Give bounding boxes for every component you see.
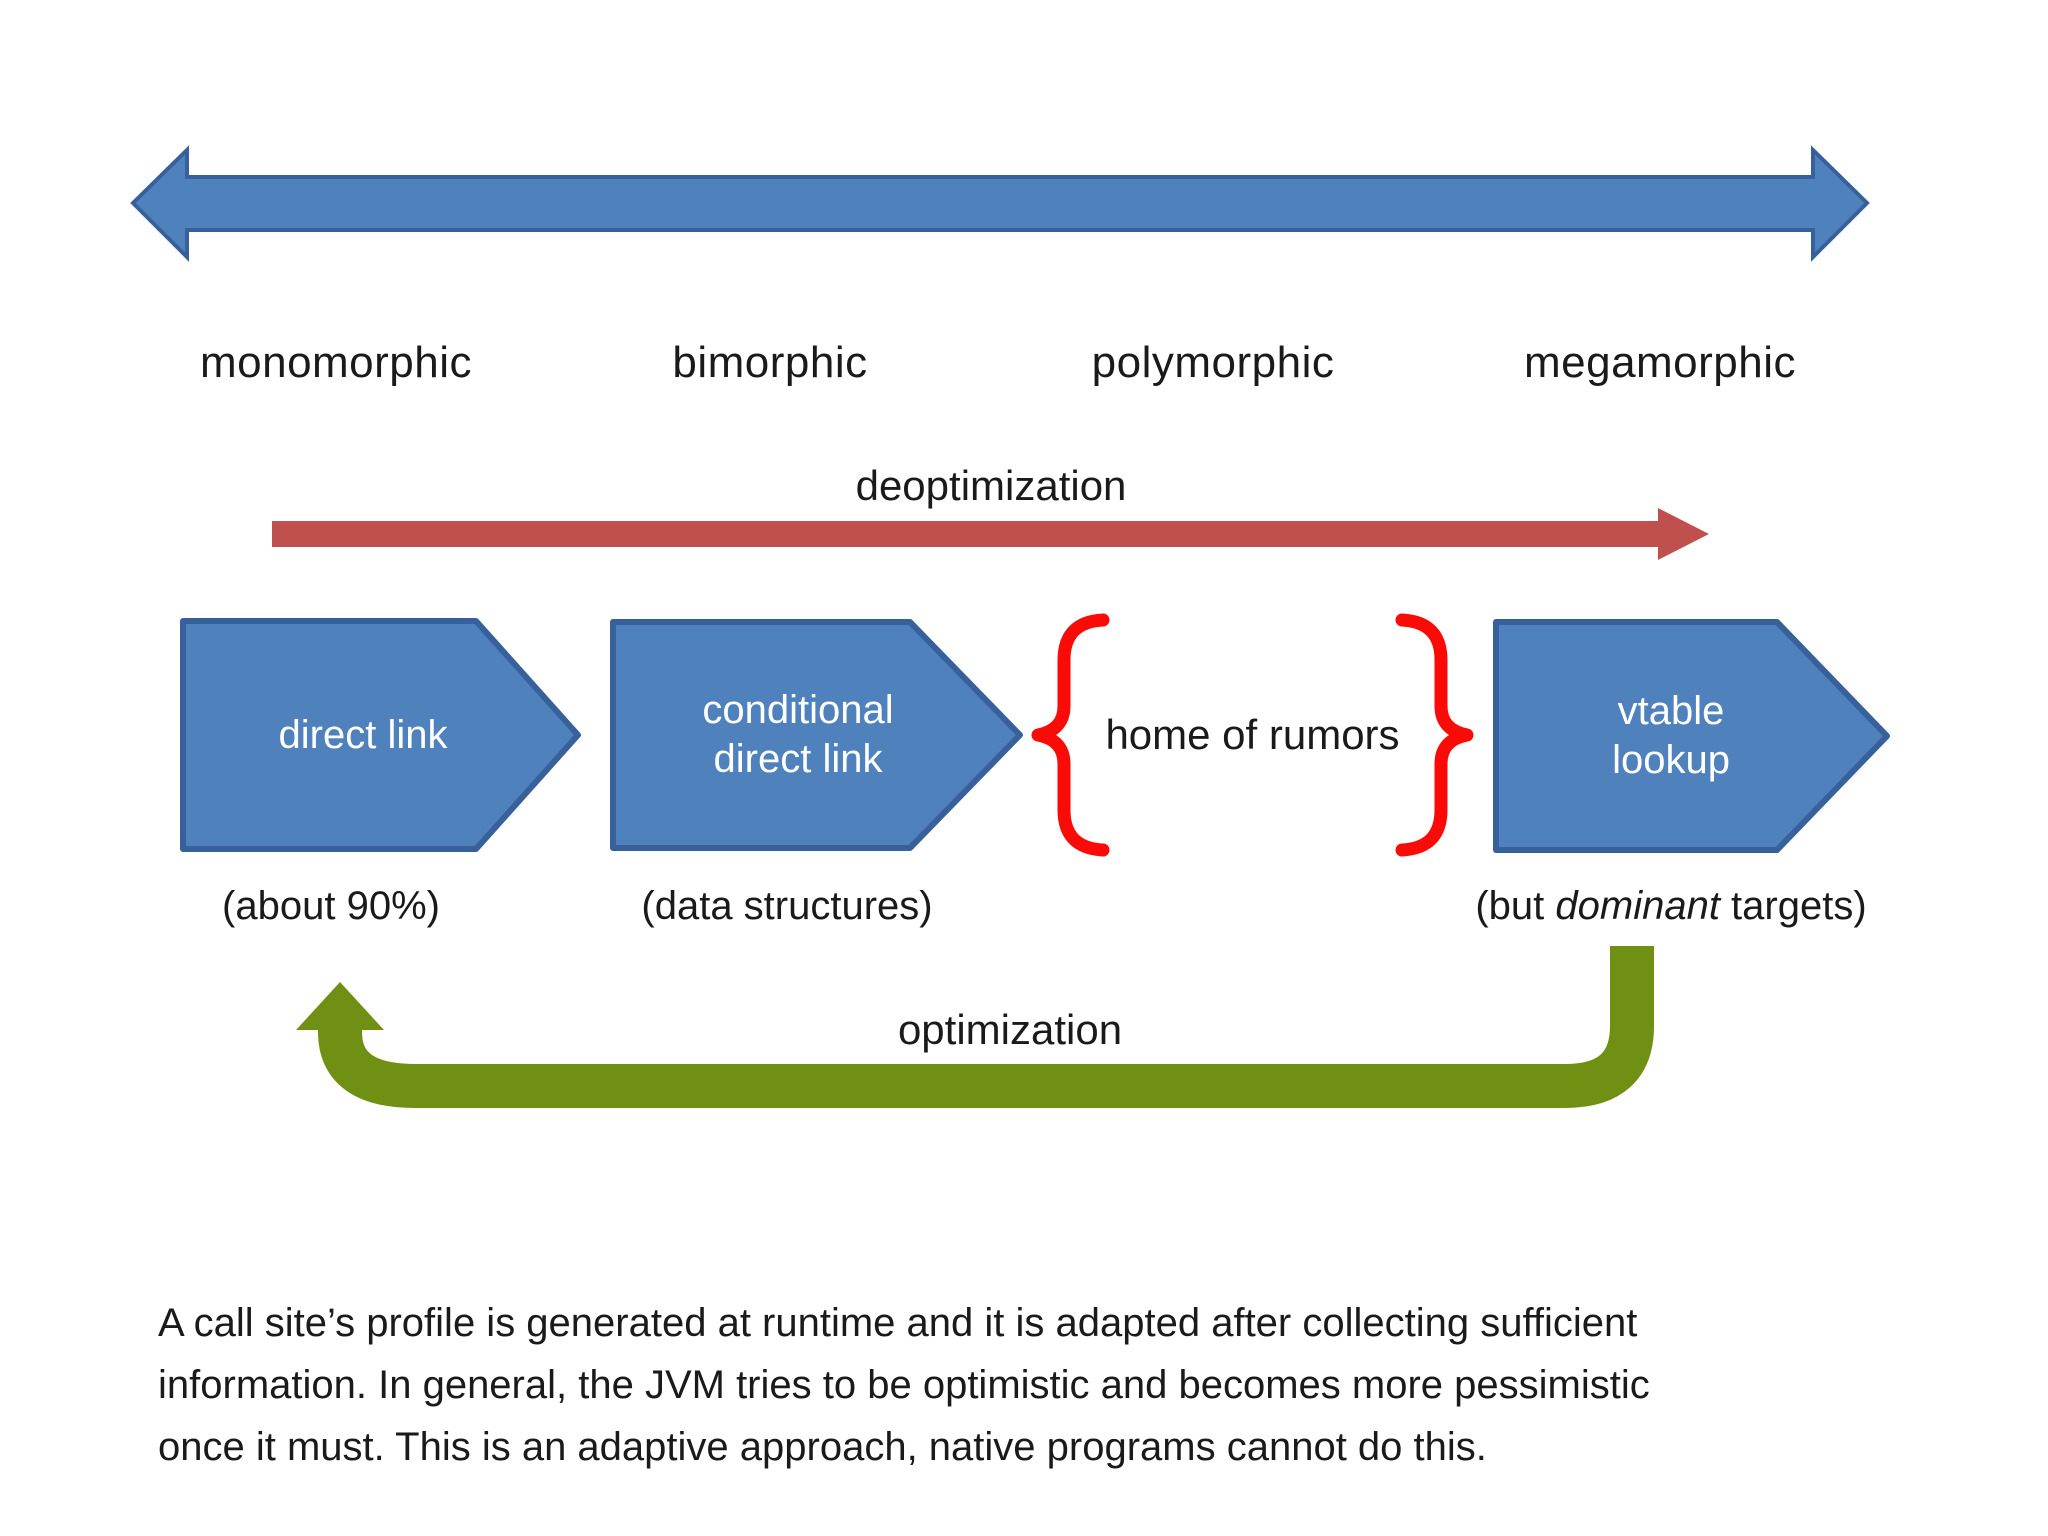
caption-line-3: once it must. This is an adaptive approa… [158, 1425, 1487, 1469]
optimization-label: optimization [897, 1006, 1123, 1053]
label-megamorphic: megamorphic [1523, 338, 1797, 387]
pentagon-vtable-lookup [1493, 619, 1890, 853]
vtable-line1: vtable [1617, 689, 1725, 734]
caption-line-1: A call site’s profile is generated at ru… [158, 1301, 1638, 1345]
optimization-arrow [318, 946, 1654, 1108]
label-monomorphic: monomorphic [199, 338, 473, 387]
conditional-line1: conditional [702, 688, 894, 733]
sublabel-data-structures: (data structures) [641, 884, 933, 928]
spectrum-double-arrow [130, 145, 1870, 262]
deoptimization-arrow [272, 508, 1709, 560]
home-of-rumors-label: home of rumors [1105, 711, 1400, 758]
right-brace [1395, 613, 1474, 857]
caption-line-2: information. In general, the JVM tries t… [158, 1363, 1650, 1407]
direct-link-line: direct link [278, 712, 448, 757]
conditional-line2: direct link [713, 737, 883, 781]
label-bimorphic: bimorphic [672, 338, 868, 387]
direct-link-text: direct link [183, 621, 543, 849]
optimization-arrowhead [296, 982, 384, 1030]
sublabel-dominant-prefix: (but [1475, 884, 1556, 928]
deoptimization-label: deoptimization [855, 462, 1127, 509]
caption-paragraph: A call site’s profile is generated at ru… [158, 1292, 1650, 1478]
sublabel-about-90: (about 90%) [222, 884, 440, 928]
left-brace [1031, 613, 1110, 857]
label-polymorphic: polymorphic [1091, 338, 1335, 387]
sublabel-dominant-targets: (but dominant targets) [1475, 884, 1866, 929]
vtable-line2: lookup [1612, 738, 1730, 782]
vtable-lookup-text: vtable lookup [1496, 622, 1846, 850]
sublabel-dominant-italic: dominant [1555, 884, 1720, 928]
pentagon-direct-link [180, 618, 581, 852]
pentagon-conditional-direct-link [610, 619, 1023, 851]
conditional-direct-link-text: conditional direct link [613, 622, 983, 848]
sublabel-dominant-suffix: targets) [1719, 884, 1867, 928]
